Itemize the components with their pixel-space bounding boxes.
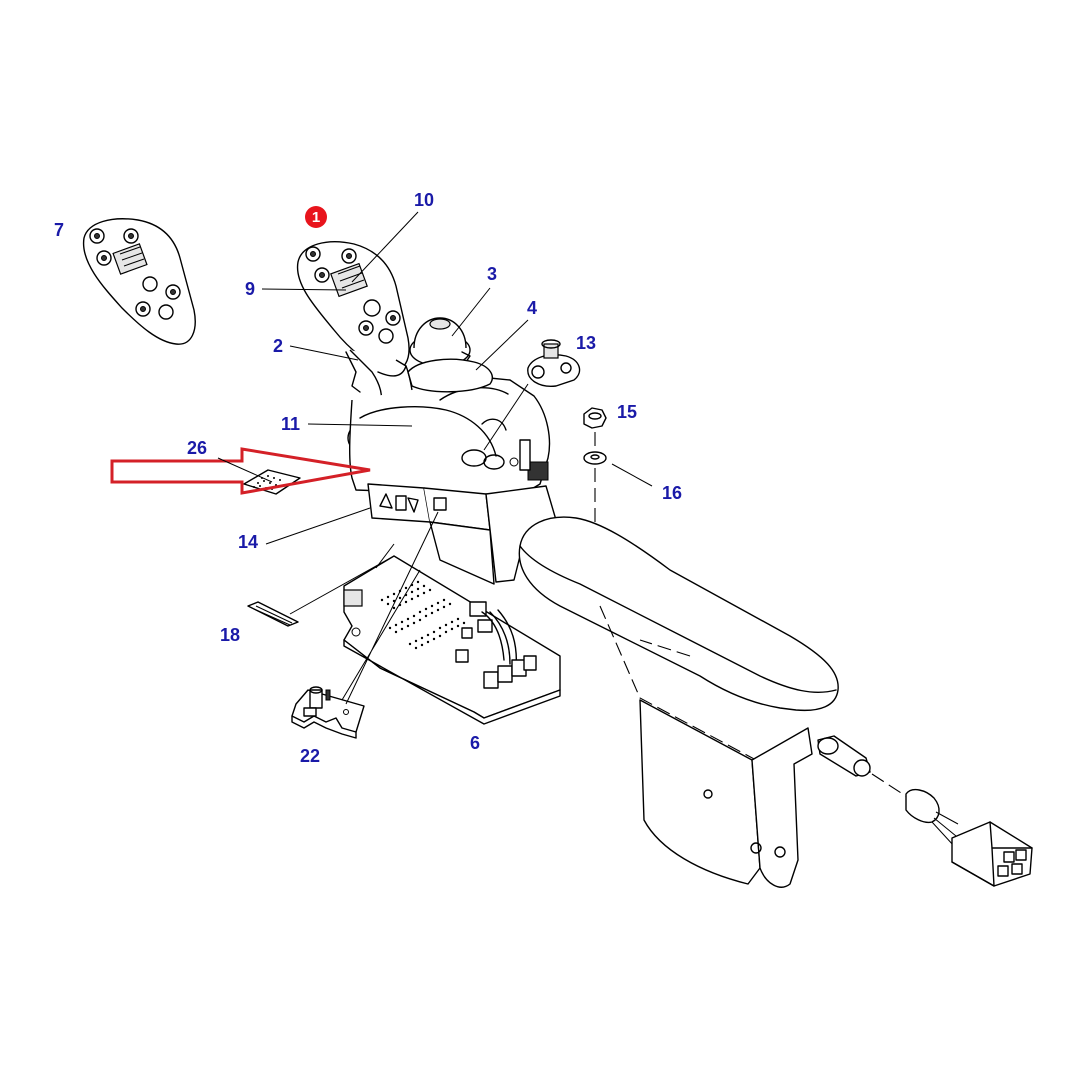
- badge-circle: [305, 206, 327, 228]
- mounting-bracket: [639, 699, 813, 888]
- label-part-9: 9: [245, 279, 255, 299]
- armrest: [485, 485, 839, 761]
- armrest-connector-fitting: [817, 735, 871, 777]
- part-15-nut: [583, 407, 607, 429]
- label-part-22: 22: [300, 746, 320, 766]
- board-dot-pattern: [380, 580, 466, 650]
- label-part-10: 10: [414, 190, 434, 210]
- part-22-sensor-board: [291, 686, 365, 739]
- label-part-11: 11: [281, 414, 300, 434]
- part-number-labels: 7 10 9 3 4 13 2 15 11 26 16 14 18 6 22: [54, 190, 682, 766]
- highlight-badge: 1: [305, 206, 327, 228]
- label-part-15: 15: [617, 402, 637, 422]
- part-3-knob: [409, 317, 471, 367]
- badge-label: 1: [312, 209, 320, 226]
- red-callout-arrow: [110, 447, 371, 495]
- label-part-13: 13: [576, 333, 596, 353]
- label-part-18: 18: [220, 625, 240, 645]
- joystick-housing: [348, 375, 551, 497]
- label-part-16: 16: [662, 483, 682, 503]
- label-part-14: 14: [238, 532, 258, 552]
- part-14-switch-panel: [367, 483, 495, 585]
- part-16-washer: [583, 451, 607, 465]
- label-part-7: 7: [54, 220, 64, 240]
- part-18-label-strip: [247, 601, 299, 627]
- label-part-3: 3: [487, 264, 497, 284]
- label-part-26: 26: [187, 438, 207, 458]
- part-4-knob-base: [407, 358, 493, 393]
- leader-lines: [217, 211, 653, 705]
- label-part-6: 6: [470, 733, 480, 753]
- part-7-joystick-top-plate: [82, 218, 196, 345]
- label-part-2: 2: [273, 336, 283, 356]
- cable-plug: [871, 773, 1033, 887]
- label-part-4: 4: [527, 298, 537, 318]
- part-13-bracket: [527, 339, 581, 387]
